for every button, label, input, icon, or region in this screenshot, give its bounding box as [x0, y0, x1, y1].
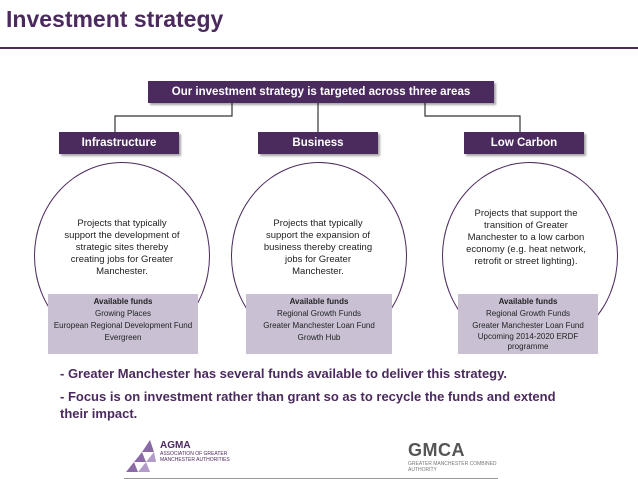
- fund-item: Greater Manchester Loan Fund: [472, 321, 584, 330]
- fund-item: Regional Growth Funds: [276, 309, 362, 318]
- fund-item: Growth Hub: [297, 333, 341, 342]
- fund-item: Regional Growth Funds: [485, 309, 571, 318]
- area-business-funds: Available funds Regional Growth Funds Gr…: [246, 294, 392, 354]
- funds-heading: Available funds: [498, 297, 558, 306]
- connector-right: [424, 103, 521, 132]
- bullet-item: - Focus is on investment rather than gra…: [60, 389, 556, 421]
- agma-logo: AGMA Association of Greater Manchester A…: [160, 440, 250, 463]
- bullet-item: - Greater Manchester has several funds a…: [60, 366, 507, 381]
- title-divider: [0, 47, 638, 49]
- area-business-header: Business: [258, 132, 378, 154]
- area-low-carbon-funds: Available funds Regional Growth Funds Gr…: [458, 294, 598, 354]
- area-infrastructure-funds: Available funds Growing Places European …: [48, 294, 198, 354]
- funds-heading: Available funds: [289, 297, 349, 306]
- area-infrastructure-header: Infrastructure: [59, 132, 179, 154]
- gmca-logo-subtitle: Greater Manchester Combined Authority: [408, 461, 497, 473]
- agma-logo-icon: [126, 440, 156, 472]
- strategy-banner: Our investment strategy is targeted acro…: [148, 81, 494, 103]
- fund-item: Evergreen: [104, 333, 142, 342]
- area-infrastructure-description: Projects that typically support the deve…: [64, 218, 180, 277]
- funds-heading: Available funds: [93, 297, 153, 306]
- area-low-carbon-description: Projects that support the transition of …: [466, 208, 586, 267]
- fund-item: Greater Manchester Loan Fund: [263, 321, 375, 330]
- page-title: Investment strategy: [6, 6, 224, 32]
- summary-bullets: - Greater Manchester has several funds a…: [60, 365, 580, 428]
- gmca-logo-title: GMCA: [408, 440, 465, 460]
- fund-item: Growing Places: [94, 309, 152, 318]
- fund-item: Upcoming 2014-2020 ERDF programme: [477, 332, 579, 351]
- fund-item: European Regional Development Fund: [53, 321, 193, 330]
- connector-left: [114, 103, 233, 132]
- area-low-carbon-header: Low Carbon: [464, 132, 584, 154]
- agma-logo-title: AGMA: [160, 440, 191, 451]
- gmca-logo: GMCA Greater Manchester Combined Authori…: [408, 440, 498, 473]
- agma-logo-subtitle: Association of Greater Manchester Author…: [160, 451, 230, 463]
- area-business-description: Projects that typically support the expa…: [263, 218, 373, 277]
